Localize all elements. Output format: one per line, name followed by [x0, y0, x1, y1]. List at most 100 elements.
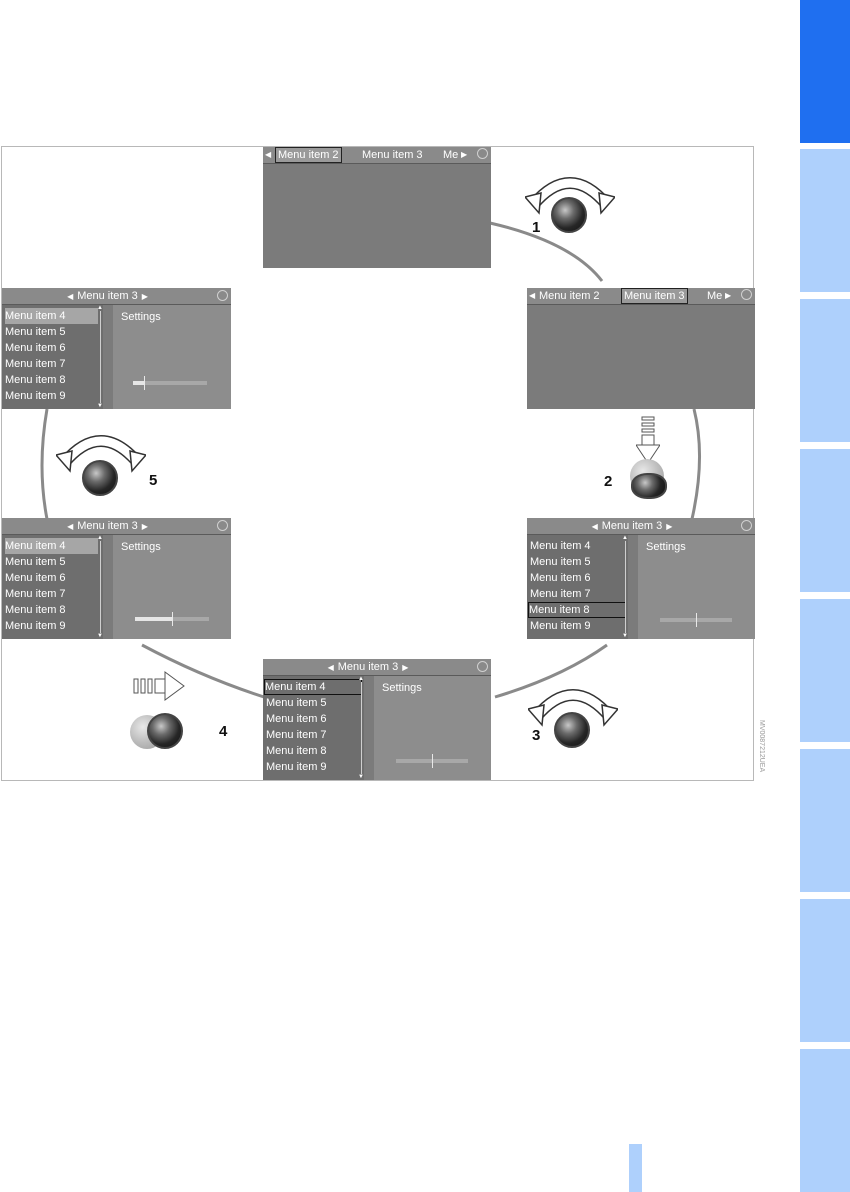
screen-right-mid: ◀Menu item 3▶ Menu item 4 Menu item 5 Me… [527, 518, 755, 639]
list-item[interactable]: Menu item 6 [530, 572, 591, 584]
list-item[interactable]: Menu item 5 [266, 697, 327, 709]
list-item[interactable]: Menu item 5 [5, 556, 66, 568]
list-item-selected[interactable]: Menu item 4 [264, 679, 362, 695]
scrollbar[interactable] [100, 541, 101, 633]
side-tab[interactable] [800, 299, 850, 442]
list-item[interactable]: Menu item 8 [266, 745, 327, 757]
list-item[interactable]: Menu item 8 [5, 374, 66, 386]
screen-bottom: ◀Menu item 3▶ Menu item 4 Menu item 5 Me… [263, 659, 491, 780]
side-tab[interactable] [800, 599, 850, 742]
list-item[interactable]: Menu item 8 [5, 604, 66, 616]
list-item[interactable]: Menu item 9 [266, 761, 327, 773]
menu-list: Menu item 4 Menu item 5 Menu item 6 Menu… [2, 305, 103, 409]
screen-title: Menu item 3 [77, 520, 138, 532]
scroll-down-icon: ▼ [358, 774, 364, 780]
menu-list: Menu item 4 Menu item 5 Menu item 6 Menu… [2, 535, 103, 639]
screen-title: Menu item 3 [337, 661, 399, 673]
menu-list: Menu item 4 Menu item 5 Menu item 6 Menu… [263, 676, 364, 780]
scroll-down-icon: ▼ [622, 633, 628, 639]
slider-knob[interactable] [432, 754, 433, 768]
menu-list: Menu item 4 Menu item 5 Menu item 6 Menu… [527, 535, 628, 639]
list-item[interactable]: Menu item 7 [530, 588, 591, 600]
scrollbar[interactable] [100, 311, 101, 403]
list-item[interactable]: Menu item 5 [530, 556, 591, 568]
screen-title: Menu item 3 [601, 520, 663, 532]
slider-knob[interactable] [172, 612, 173, 626]
list-item[interactable]: Menu item 9 [530, 620, 591, 632]
list-item[interactable]: Menu item 9 [5, 390, 66, 402]
rotate-arrow-icon [528, 689, 618, 727]
rotate-icon [217, 520, 228, 531]
step-number: 3 [532, 727, 541, 744]
arrow-left-icon: ◀ [327, 663, 334, 672]
settings-label: Settings [121, 311, 161, 323]
list-item[interactable]: Menu item 6 [266, 713, 327, 725]
controller-figure: ◀ Menu item 2 Menu item 3 Me ▶ ◀ Menu it… [1, 146, 755, 781]
rotate-icon [741, 289, 752, 300]
setting-slider[interactable] [133, 376, 207, 390]
arrow-right-icon: ▶ [461, 150, 468, 159]
menu-strip: ◀ Menu item 2 Menu item 3 Me ▶ [527, 288, 755, 305]
setting-slider[interactable] [135, 612, 209, 626]
list-item[interactable]: Menu item 7 [5, 358, 66, 370]
slider-knob[interactable] [696, 613, 697, 627]
screen-left-top: ◀Menu item 3▶ Menu item 4 Menu item 5 Me… [2, 288, 231, 409]
slider-knob[interactable] [144, 376, 145, 390]
side-tab[interactable] [800, 449, 850, 592]
arrow-right-icon: ▶ [141, 292, 148, 301]
menu-strip-item[interactable]: Menu item 2 [539, 290, 600, 302]
rotate-icon [217, 290, 228, 301]
menu-strip-item[interactable]: Me [707, 290, 723, 302]
rotate-icon [477, 148, 488, 159]
setting-slider[interactable] [396, 754, 468, 768]
side-tab[interactable] [800, 1049, 850, 1192]
list-item[interactable]: Menu item 5 [5, 326, 66, 338]
side-tab[interactable] [800, 749, 850, 892]
slider-fill [135, 617, 172, 621]
scroll-up-icon: ▲ [97, 305, 103, 311]
list-item[interactable]: Menu item 6 [5, 342, 66, 354]
title-bar: ◀Menu item 3▶ [527, 518, 755, 535]
slider-fill [396, 759, 432, 763]
menu-strip: ◀ Menu item 2 Menu item 3 Me ▶ [263, 147, 491, 164]
arrow-right-icon: ▶ [402, 663, 409, 672]
list-item[interactable]: Menu item 6 [5, 572, 66, 584]
step-number: 2 [604, 473, 613, 490]
scrollbar[interactable] [361, 682, 362, 774]
step-number: 5 [149, 472, 158, 489]
menu-strip-item[interactable]: Menu item 3 [621, 288, 688, 304]
scrollbar[interactable] [625, 541, 626, 633]
list-item[interactable]: Menu item 7 [5, 588, 66, 600]
menu-strip-item[interactable]: Menu item 2 [275, 147, 342, 163]
controller-knob-icon [551, 197, 587, 233]
menu-strip-item[interactable]: Me [443, 149, 459, 161]
side-tab[interactable] [800, 149, 850, 292]
settings-label: Settings [646, 541, 686, 553]
settings-pane: Settings [113, 535, 231, 639]
side-tab-active[interactable] [800, 0, 850, 143]
settings-pane: Settings [638, 535, 755, 639]
title-bar: ◀Menu item 3▶ [2, 288, 231, 305]
title-bar: ◀Menu item 3▶ [263, 659, 491, 676]
arrow-left-icon: ◀ [265, 150, 272, 159]
scroll-up-icon: ▲ [622, 535, 628, 541]
settings-pane: Settings [113, 305, 231, 409]
scroll-down-icon: ▼ [97, 633, 103, 639]
page-marker [629, 1144, 642, 1192]
side-tab[interactable] [800, 899, 850, 1042]
list-item[interactable]: Menu item 4 [5, 308, 98, 324]
list-item[interactable]: Menu item 4 [530, 540, 591, 552]
arrow-right-icon: ▶ [141, 522, 148, 531]
rotate-arrow-icon [56, 435, 146, 473]
scroll-up-icon: ▲ [97, 535, 103, 541]
list-item[interactable]: Menu item 4 [5, 538, 98, 554]
rotate-icon [741, 520, 752, 531]
screen-right-top: ◀ Menu item 2 Menu item 3 Me ▶ [527, 288, 755, 409]
arrow-left-icon: ◀ [591, 522, 598, 531]
list-item[interactable]: Menu item 9 [5, 620, 66, 632]
setting-slider[interactable] [660, 613, 732, 627]
list-item-selected[interactable]: Menu item 8 [528, 602, 626, 618]
rotate-icon [477, 661, 488, 672]
list-item[interactable]: Menu item 7 [266, 729, 327, 741]
menu-strip-item[interactable]: Menu item 3 [362, 149, 423, 161]
